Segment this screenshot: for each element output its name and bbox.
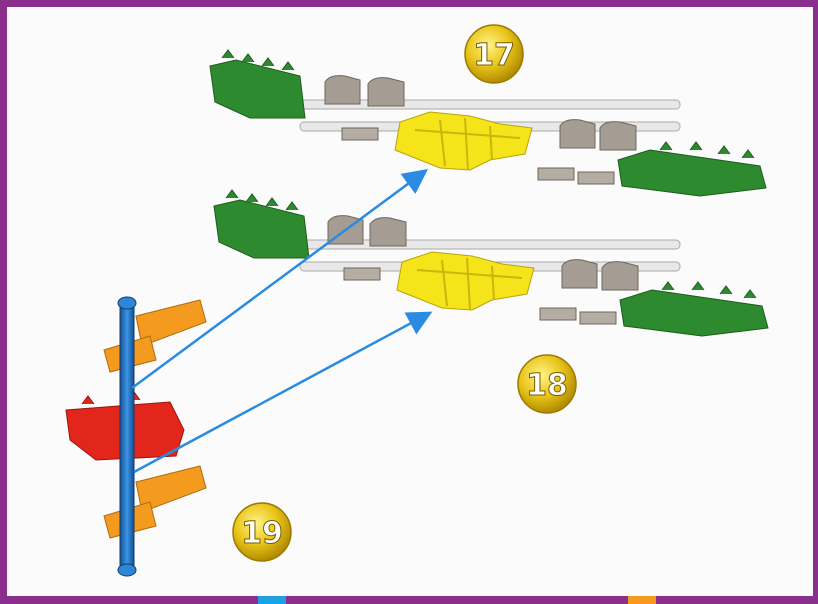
gray-clip-base xyxy=(343,267,381,281)
green-connector-right xyxy=(619,289,769,337)
blue-rod-cap xyxy=(117,563,137,577)
assembly-17 xyxy=(209,49,767,197)
gray-clip xyxy=(561,259,598,289)
blue-rod xyxy=(119,299,135,573)
step-number-18: 18 xyxy=(526,368,568,403)
next-page-blue-piece-peek xyxy=(258,596,286,604)
frame-border-bottom xyxy=(0,596,818,604)
gray-clip xyxy=(601,261,639,291)
step-number-19: 19 xyxy=(241,516,283,551)
green-connector-left xyxy=(209,59,306,119)
assembly-arrow-to-17 xyxy=(131,169,429,390)
gray-clip-base xyxy=(537,167,575,181)
green-connector-teeth xyxy=(659,141,755,159)
orange-connector xyxy=(135,299,207,347)
yellow-connector-hub xyxy=(396,251,535,311)
next-page-orange-piece-peek xyxy=(628,596,656,604)
step-badge-19: 19 xyxy=(232,502,292,562)
step-number-17: 17 xyxy=(473,38,515,73)
assembly-19 xyxy=(65,296,207,577)
gray-clip xyxy=(599,121,637,151)
green-connector-teeth xyxy=(661,281,757,299)
step-badge-18: 18 xyxy=(517,354,577,414)
gray-clip xyxy=(559,119,596,149)
gray-clip xyxy=(369,217,407,247)
yellow-hub-detail xyxy=(416,257,523,311)
green-connector-teeth xyxy=(221,49,295,71)
gray-clip xyxy=(324,75,361,105)
yellow-connector-hub xyxy=(394,111,533,171)
frame-border-right xyxy=(813,0,818,604)
step-badge-17: 17 xyxy=(464,24,524,84)
orange-connector xyxy=(135,465,207,513)
gray-clip xyxy=(367,77,405,107)
yellow-hub-detail xyxy=(414,117,521,171)
gray-clip-base xyxy=(577,171,615,185)
frame-border-left xyxy=(0,0,7,604)
gray-clip-base xyxy=(539,307,577,321)
assembly-arrow-to-18 xyxy=(133,311,433,474)
green-connector-teeth xyxy=(225,189,299,211)
gray-clip-base xyxy=(579,311,617,325)
green-connector-right xyxy=(617,149,767,197)
blue-rod-cap xyxy=(117,296,137,310)
gray-clip-base xyxy=(341,127,379,141)
frame-border-top xyxy=(0,0,818,7)
assembly-18 xyxy=(213,189,769,337)
